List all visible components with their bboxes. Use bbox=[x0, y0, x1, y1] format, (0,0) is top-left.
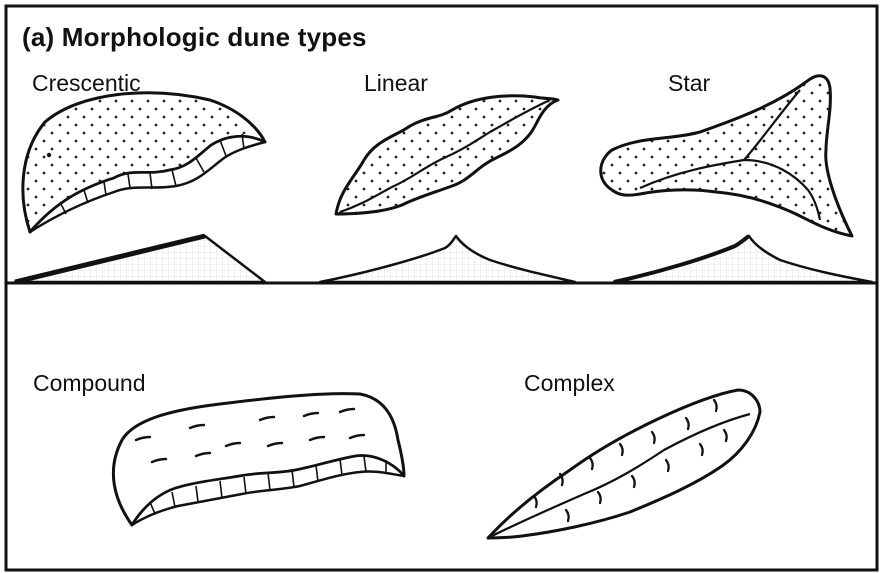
compound-dune-plan bbox=[113, 394, 404, 525]
star-dune-profile bbox=[614, 236, 872, 282]
crescentic-dune-profile bbox=[15, 236, 265, 282]
label-complex: Complex bbox=[524, 370, 615, 397]
label-crescentic: Crescentic bbox=[32, 70, 141, 97]
complex-dune-plan bbox=[488, 390, 760, 538]
label-compound: Compound bbox=[33, 370, 146, 397]
panel-title: (a) Morphologic dune types bbox=[22, 22, 367, 53]
label-linear: Linear bbox=[364, 70, 428, 97]
star-dune-plan bbox=[601, 76, 852, 236]
crescentic-dune-plan bbox=[23, 93, 265, 232]
linear-dune-profile bbox=[320, 236, 575, 282]
label-star: Star bbox=[668, 70, 710, 97]
linear-dune-plan bbox=[336, 96, 558, 214]
